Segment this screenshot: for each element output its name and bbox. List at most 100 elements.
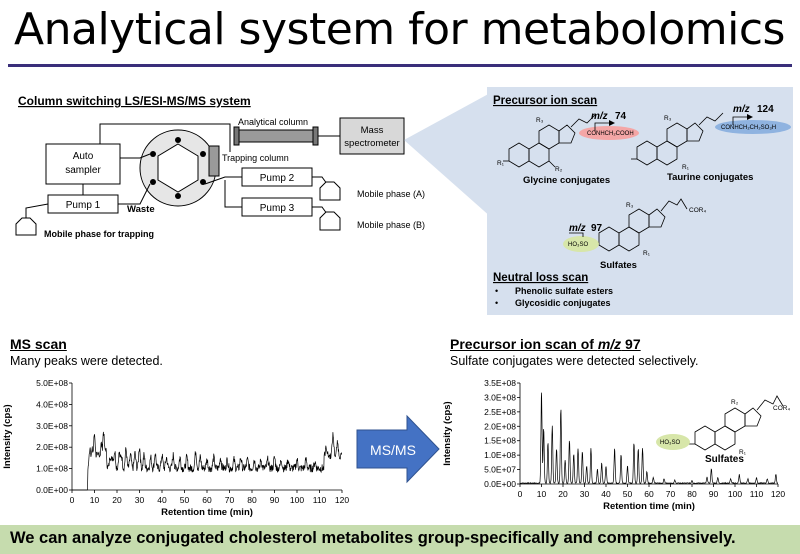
pump-2-label: Pump 2 <box>260 173 295 184</box>
x-tick-label: 60 <box>202 495 212 505</box>
x-tick-label: 50 <box>180 495 190 505</box>
sulfate-group: HO₃SO <box>568 242 588 248</box>
sulfate-highlight <box>563 236 599 252</box>
precursor97-heading-post: 97 <box>621 336 641 352</box>
x-tick-label: 90 <box>709 489 719 499</box>
y-tick-label: 5.0E+07 <box>484 465 516 475</box>
y-tick-label: 3.0E+08 <box>484 392 516 402</box>
taurine-group: CONHCH₂CH₂SO₃H <box>721 125 776 131</box>
sulfate-r1: R₁ <box>643 250 651 257</box>
precursor97-chart: 0.0E+005.0E+071.0E+081.5E+082.0E+082.5E+… <box>442 378 785 512</box>
glycine-group: CONHCH₂COOH <box>587 131 634 137</box>
precursor97-subtitle: Sulfate conjugates were detected selecti… <box>450 354 699 368</box>
waste-label: Waste <box>127 204 155 215</box>
taurine-r3: R₃ <box>664 115 672 122</box>
y-axis-label: Intensity (cps) <box>2 404 13 468</box>
y-tick-label: 5.0E+08 <box>36 378 68 388</box>
glycine-label: Glycine conjugates <box>523 175 610 186</box>
y-tick-label: 0.0E+00 <box>36 485 68 495</box>
y-tick-label: 2.0E+08 <box>484 421 516 431</box>
svg-text:•: • <box>495 298 498 308</box>
precursor97-heading-pre: Precursor ion scan of <box>450 336 598 352</box>
inset-label: Sulfates <box>705 454 744 465</box>
x-tick-label: 80 <box>247 495 257 505</box>
mz124-italic: m/z <box>733 104 750 115</box>
chromatogram-trace <box>72 431 343 491</box>
y-tick-label: 1.5E+08 <box>484 436 516 446</box>
y-tick-label: 1.0E+08 <box>36 464 68 474</box>
analytical-column <box>236 129 316 143</box>
x-tick-label: 40 <box>157 495 167 505</box>
mz74-italic: m/z <box>591 111 608 122</box>
glycine-structure <box>503 114 596 168</box>
neutral-item-1: Phenolic sulfate esters <box>515 286 613 296</box>
mass-spectrometer-box <box>339 117 405 155</box>
inset-r1: R₁ <box>739 449 747 456</box>
ms-scan-chart: 0.0E+001.0E+082.0E+083.0E+084.0E+085.0E+… <box>2 378 349 518</box>
mz74-value: 74 <box>615 111 627 122</box>
mass-spec-label-2: spectrometer <box>344 138 399 149</box>
trapping-column-label: Trapping column <box>222 153 289 163</box>
taurine-label: Taurine conjugates <box>667 172 753 183</box>
inset-group: HO₃SO <box>660 440 680 446</box>
ms-scan-subtitle: Many peaks were detected. <box>10 354 163 368</box>
x-tick-label: 20 <box>558 489 568 499</box>
x-tick-label: 100 <box>728 489 742 499</box>
callout-wedge <box>404 92 492 218</box>
msms-arrow-icon: MS/MS <box>356 414 440 484</box>
glycine-r1: R₁ <box>497 160 505 167</box>
autosampler-label-2: sampler <box>65 165 101 176</box>
x-tick-label: 60 <box>644 489 654 499</box>
autosampler-label-1: Auto <box>73 151 94 162</box>
x-tick-label: 30 <box>580 489 590 499</box>
x-tick-label: 20 <box>112 495 122 505</box>
neutral-item-2: Glycosidic conjugates <box>515 298 611 308</box>
mass-spec-label-1: Mass <box>361 125 384 136</box>
mz97-value: 97 <box>591 223 603 234</box>
y-tick-label: 4.0E+08 <box>36 399 68 409</box>
y-tick-label: 3.0E+08 <box>36 421 68 431</box>
system-heading: Column switching LS/ESI-MS/MS system <box>18 94 251 108</box>
trapping-bottle-icon <box>15 217 37 236</box>
x-tick-label: 120 <box>771 489 785 499</box>
pump-1-label: Pump 1 <box>66 200 101 211</box>
mobile-b-bottle-icon <box>319 211 341 231</box>
footer-text: We can analyze conjugated cholesterol me… <box>10 529 736 547</box>
inset-r2: R₂ <box>731 399 739 406</box>
x-tick-label: 40 <box>601 489 611 499</box>
precursor97-heading-italic: m/z <box>597 336 622 352</box>
footer-banner: We can analyze conjugated cholesterol me… <box>0 525 800 554</box>
mz124-value: 124 <box>757 104 774 115</box>
msms-arrow-shape <box>356 414 440 484</box>
x-tick-label: 30 <box>135 495 145 505</box>
sulfates-label: Sulfates <box>600 260 637 271</box>
precursor97-heading: Precursor ion scan of m/z 97 <box>450 336 641 352</box>
title-divider <box>8 64 792 67</box>
mobile-trapping-label: Mobile phase for trapping <box>44 229 154 239</box>
taurine-r1: R₁ <box>682 164 690 171</box>
glycine-r3: R₃ <box>536 117 544 124</box>
x-tick-label: 70 <box>666 489 676 499</box>
sulfate-inset-structure: HO₃SO R₂ R₁ COR₄ Sulfates <box>656 395 790 465</box>
x-tick-label: 0 <box>70 495 75 505</box>
x-tick-label: 0 <box>518 489 523 499</box>
page-title: Analytical system for metabolomics <box>14 4 785 55</box>
x-tick-label: 50 <box>623 489 633 499</box>
x-tick-label: 120 <box>335 495 349 505</box>
x-tick-label: 70 <box>225 495 235 505</box>
mz97-italic: m/z <box>569 223 586 234</box>
mobile-b-label: Mobile phase (B) <box>357 220 425 230</box>
ms-scan-heading: MS scan <box>10 336 67 352</box>
chromatogram-trace <box>520 392 779 485</box>
x-tick-label: 90 <box>270 495 280 505</box>
x-tick-label: 10 <box>537 489 547 499</box>
y-axis-label: Intensity (cps) <box>442 401 453 465</box>
sulfate-r3: R₃ <box>626 202 634 209</box>
inset-highlight <box>656 434 690 450</box>
x-axis-label: Retention time (min) <box>603 501 695 512</box>
neutral-loss-heading: Neutral loss scan <box>493 272 588 284</box>
msms-label: MS/MS <box>370 442 416 458</box>
scan-panel: Precursor ion scan R₃ R₁ R₂ CONHCH₂COOH … <box>487 87 793 315</box>
x-tick-label: 110 <box>750 489 764 499</box>
